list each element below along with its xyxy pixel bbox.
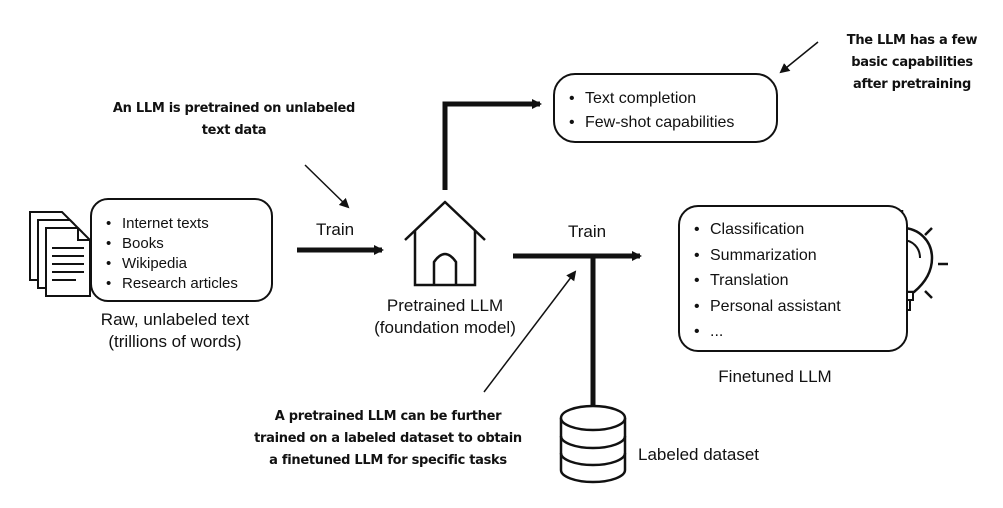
finetuned-box: Classification Summarization Translation… <box>678 205 908 352</box>
pretrain-note-line-1: An LLM is pretrained on unlabeled <box>112 101 356 116</box>
pretrained-caption: Pretrained LLM (foundation model) <box>360 295 530 339</box>
pretrain-note: An LLM is pretrained on unlabeled text d… <box>100 98 368 142</box>
pretrained-caption-line-2: (foundation model) <box>374 318 516 337</box>
raw-text-caption-line-1: Raw, unlabeled text <box>100 310 250 329</box>
capabilities-note-arrow <box>779 41 819 74</box>
pretrain-note-line-2: text data <box>201 123 267 138</box>
finetuned-item: Summarization <box>694 243 906 269</box>
finetune-note-line-3: a finetuned LLM for specific tasks <box>269 453 507 468</box>
raw-text-item: Internet texts <box>106 214 271 234</box>
raw-text-item: Wikipedia <box>106 254 271 274</box>
capabilities-note-line-1: The LLM has a few <box>846 33 978 48</box>
finetuned-caption: Finetuned LLM <box>718 367 832 386</box>
raw-text-item: Books <box>106 234 271 254</box>
pretrained-caption-line-1: Pretrained LLM <box>386 296 504 315</box>
database-icon <box>559 404 627 484</box>
train-label-1: Train <box>316 220 355 239</box>
raw-text-caption-line-2: (trillions of words) <box>108 332 242 351</box>
finetune-note: A pretrained LLM can be further trained … <box>238 406 538 472</box>
raw-text-caption: Raw, unlabeled text (trillions of words) <box>60 309 290 353</box>
capability-item: Text completion <box>569 87 776 111</box>
capabilities-note-line-2: basic capabilities <box>851 55 973 70</box>
capabilities-note: The LLM has a few basic capabilities aft… <box>832 30 992 96</box>
finetune-note-line-1: A pretrained LLM can be further <box>274 409 502 424</box>
raw-text-item: Research articles <box>106 274 271 294</box>
house-icon <box>404 200 486 287</box>
raw-text-box: Internet texts Books Wikipedia Research … <box>90 198 273 302</box>
finetuned-item: Translation <box>694 268 906 294</box>
capabilities-arrow <box>442 99 542 190</box>
train-label-2: Train <box>568 222 607 241</box>
capabilities-box: Text completion Few-shot capabilities <box>553 73 778 143</box>
capabilities-note-line-3: after pretraining <box>853 77 971 92</box>
dataset-caption: Labeled dataset <box>638 445 759 464</box>
finetuned-item: Classification <box>694 217 906 243</box>
finetune-note-line-2: trained on a labeled dataset to obtain <box>254 431 522 446</box>
document-stack-icon <box>29 211 91 297</box>
finetuned-item: ... <box>694 319 906 345</box>
finetune-note-arrow <box>483 270 577 393</box>
capability-item: Few-shot capabilities <box>569 111 776 135</box>
finetuned-item: Personal assistant <box>694 294 906 320</box>
pretrain-note-arrow <box>304 164 350 209</box>
